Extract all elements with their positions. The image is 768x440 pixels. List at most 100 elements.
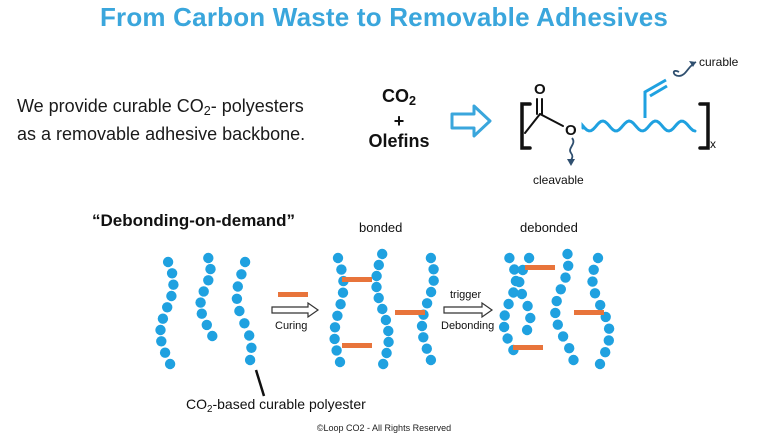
uncured-chain-3-bead — [246, 342, 257, 353]
curing-arrow-icon — [271, 301, 320, 319]
debonded-chain-4-bead — [589, 288, 601, 299]
debonding-arrow-icon — [443, 301, 494, 319]
bonded-chain-2-bead — [373, 292, 384, 304]
uncured-chain-2-bead — [196, 308, 207, 319]
debonded-chain-1-bead — [498, 321, 510, 333]
polyester-pointer-line — [254, 369, 266, 397]
uncured-chain-1-bead — [159, 347, 171, 358]
bonded-crosslink — [395, 310, 425, 315]
debonded-chain-3-bead — [568, 354, 579, 366]
uncured-chain-3-bead — [236, 269, 247, 280]
uncured-chain-2-bead — [203, 252, 214, 264]
debonded-chain-1-bead — [509, 264, 520, 275]
uncured-chain-1-bead — [162, 256, 174, 268]
debonded-chain-4-bead — [587, 276, 598, 287]
vinyl-double-bond — [649, 84, 668, 98]
debonded-chain-2-bead — [523, 252, 535, 264]
reaction-arrow-icon — [450, 104, 492, 138]
repeat-subscript: x — [710, 137, 716, 151]
bonded-chain-1-bead — [336, 264, 347, 275]
bonded-chain-2-bead — [377, 303, 388, 315]
bonded-chain-3-bead — [421, 298, 433, 309]
debonded-chain-3-bead — [564, 343, 575, 354]
uncured-chain-2-bead — [201, 319, 212, 331]
plus-sign: + — [393, 111, 405, 131]
bonded-chain-2-bead — [378, 358, 389, 370]
left-bracket — [520, 102, 532, 150]
debonding-label: Debonding — [441, 320, 494, 332]
uncured-chain-2-bead — [205, 263, 216, 275]
debonded-chain-2-bead — [522, 300, 533, 312]
cleavable-arrow-head — [567, 159, 575, 166]
debonded-chain-3-bead — [563, 260, 574, 271]
bonded-chain-1-bead — [329, 322, 341, 333]
polyester-label: CO2-based curable polyester — [186, 396, 366, 415]
reactants: CO2 + Olefins — [366, 86, 432, 151]
uncured-chain-2-bead — [203, 275, 214, 286]
debonded-chain-1-bead — [503, 298, 514, 310]
curable-arrow-icon — [672, 61, 697, 77]
bonded-chain-3-bead — [425, 354, 437, 366]
page-title: From Carbon Waste to Removable Adhesives — [99, 2, 669, 32]
uncured-chain-2-bead — [195, 297, 206, 308]
debonded-chain-3-bead — [550, 307, 561, 319]
bonded-chain-2-bead — [377, 248, 388, 260]
bonded-chain-2-bead — [371, 281, 382, 293]
bonded-chain-1-bead — [337, 287, 349, 298]
debonded-crosslink — [574, 310, 604, 315]
bonded-label: bonded — [359, 220, 402, 235]
vinyl-side-chain — [643, 78, 667, 118]
debonded-crosslink — [525, 265, 555, 270]
uncured-chain-3-bead — [244, 354, 256, 366]
uncured-chain-3-bead — [232, 281, 243, 292]
debonded-chain-3-bead — [560, 272, 571, 283]
carbonyl-oxygen: O — [534, 81, 546, 98]
uncured-chain-1-bead — [164, 358, 176, 370]
debonded-chain-3-bead — [552, 319, 563, 330]
right-bracket — [698, 102, 710, 150]
uncured-chain-1-bead — [168, 279, 179, 290]
copyright-footer: ©Loop CO2 - All Rights Reserved — [316, 423, 452, 433]
debonded-chain-4-bead — [592, 252, 604, 264]
co2-label: CO2 — [381, 86, 416, 108]
debonded-chain-1-bead — [502, 333, 513, 344]
curing-label: Curing — [275, 320, 307, 332]
debonded-chain-3-bead — [557, 331, 569, 342]
bonded-chain-3-bead — [421, 343, 432, 354]
debonded-label: debonded — [520, 220, 578, 235]
debonded-chain-4-bead — [594, 358, 606, 370]
bonded-chain-1-bead — [331, 345, 342, 356]
uncured-chain-2-bead — [207, 330, 218, 342]
uncured-chain-3-bead — [244, 330, 255, 341]
debonded-chain-2-bead — [514, 276, 525, 288]
backbone-bond-2 — [539, 113, 564, 127]
bonded-chain-1-bead — [334, 356, 346, 368]
uncured-chain-3-bead — [234, 305, 245, 317]
uncured-chain-1-bead — [157, 313, 169, 324]
debonded-chain-4-bead — [603, 335, 614, 346]
bonded-crosslink — [342, 343, 372, 348]
bonded-chain-3-bead — [428, 275, 439, 286]
uncured-chain-2-bead — [198, 286, 209, 297]
bonded-chain-2-bead — [371, 270, 382, 282]
bonded-chain-3-bead — [428, 264, 439, 275]
debonded-crosslink — [513, 345, 543, 350]
debonded-chain-3-bead — [555, 284, 566, 295]
uncured-chain-3-bead — [239, 318, 250, 329]
debonded-chain-3-bead — [562, 248, 573, 260]
bonded-chain-3-bead — [418, 332, 429, 343]
bonded-chain-2-bead — [380, 314, 392, 326]
ester-oxygen: O — [565, 122, 577, 139]
debonded-chain-2-bead — [525, 312, 536, 324]
uncured-chain-1-bead — [166, 268, 178, 279]
bonded-chain-3-bead — [425, 252, 437, 264]
debonded-chain-4-bead — [603, 323, 615, 334]
cleavable-label: cleavable — [533, 173, 584, 187]
bonded-chain-2-bead — [383, 325, 394, 337]
intro-text: We provide curable CO2- polyesters as a … — [17, 95, 305, 146]
debonded-chain-1-bead — [504, 252, 515, 264]
crosslinks — [278, 265, 604, 350]
uncured-chain-3-bead — [239, 256, 251, 268]
wavy-chain — [581, 119, 697, 133]
